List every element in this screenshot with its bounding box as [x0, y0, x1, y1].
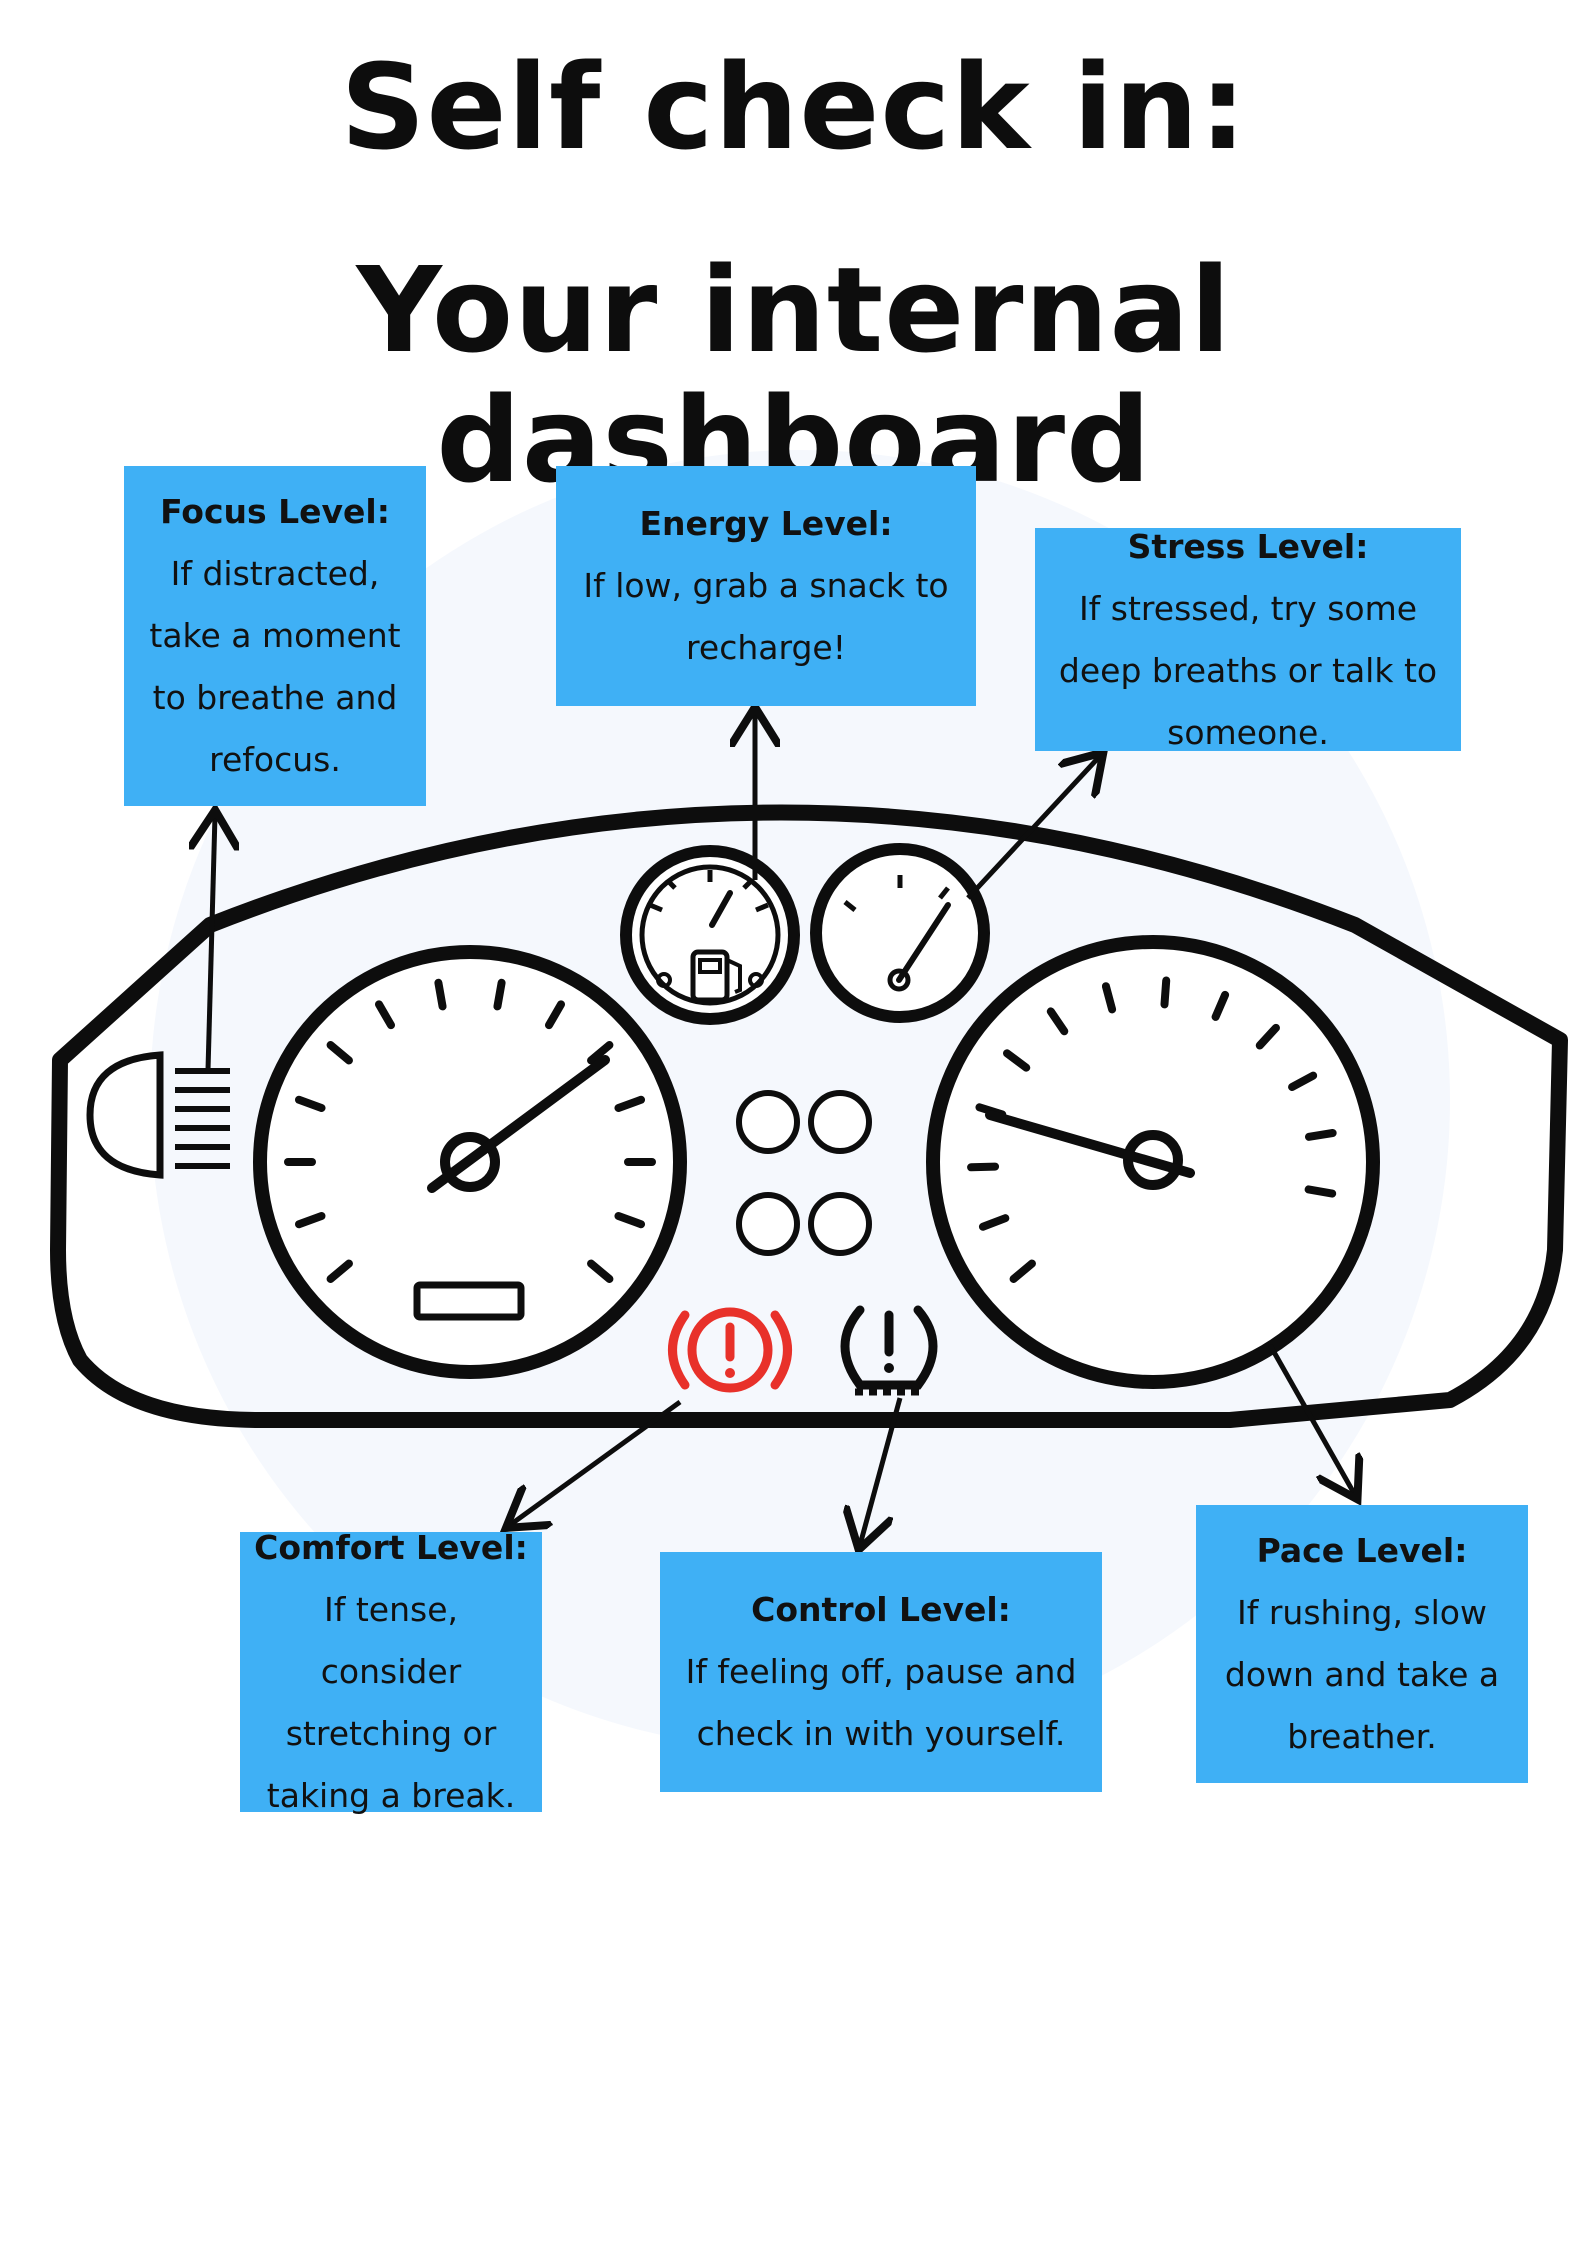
indicator-lights: [736, 1090, 872, 1256]
tachometer-tick: [1009, 1259, 1036, 1283]
speedometer-tick: [614, 1095, 646, 1112]
tachometer-tick: [1304, 1129, 1337, 1141]
tachometer-tick: [1211, 990, 1230, 1021]
speedometer-tick: [375, 1000, 395, 1030]
energy-level-heading: Energy Level:: [639, 504, 893, 543]
page-title-line2: Your internal dashboard: [356, 241, 1232, 509]
pace-level-heading: Pace Level:: [1256, 1531, 1468, 1570]
speedometer-tick: [434, 978, 447, 1011]
speedometer-tick: [326, 1041, 353, 1065]
control-level-heading: Control Level:: [751, 1590, 1011, 1629]
focus-level-heading: Focus Level:: [160, 492, 390, 531]
stress-level-card: Stress Level: If stressed, try some deep…: [1035, 527, 1461, 752]
control-level-body: If feeling off, pause and check in with …: [685, 1652, 1077, 1753]
dashboard-outline: [50, 804, 1568, 1428]
speedometer-tick: [587, 1041, 614, 1065]
arrow-pace: [1267, 1343, 1355, 1495]
speedometer-tick: [326, 1259, 353, 1283]
fuel-gauge: [620, 845, 800, 1025]
fuel-pump-icon: [690, 949, 742, 1003]
tachometer-tick: [1255, 1023, 1280, 1050]
focus-level-body: If distracted, take a moment to breathe …: [149, 554, 401, 779]
energy-level-card: Energy Level: If low, grab a snack to re…: [556, 466, 976, 706]
tachometer-tick: [978, 1214, 1010, 1231]
stress-gauge: [810, 843, 990, 1023]
tachometer-gauge: [926, 935, 1380, 1389]
comfort-level-card: Comfort Level: If tense, consider stretc…: [240, 1528, 542, 1815]
tachometer-tick: [1046, 1007, 1069, 1036]
stress-level-heading: Stress Level:: [1127, 526, 1369, 566]
comfort-level-body: If tense, consider stretching or taking …: [266, 1590, 516, 1815]
speedometer-tick: [493, 978, 506, 1011]
pace-level-body: If rushing, slow down and take a breathe…: [1224, 1593, 1500, 1756]
tire-pressure-icon: [840, 1305, 938, 1396]
speedometer-tick: [294, 1212, 326, 1229]
tachometer-tick: [967, 1162, 1000, 1172]
brake-warning-icon: [668, 1307, 792, 1393]
speedometer-tick: [587, 1259, 614, 1283]
arrow-comfort: [510, 1399, 682, 1525]
energy-level-body: If low, grab a snack to recharge!: [583, 566, 949, 667]
speedometer-tick: [294, 1095, 326, 1112]
focus-level-card: Focus Level: If distracted, take a momen…: [124, 466, 426, 806]
tachometer-tick: [1304, 1185, 1337, 1198]
tachometer-tick: [1101, 982, 1117, 1014]
headlight-icon: [86, 1051, 230, 1179]
speedometer-tick: [614, 1212, 646, 1229]
tachometer-tick: [1160, 976, 1171, 1009]
page-title-line1: Self check in:: [340, 38, 1248, 176]
speedometer-gauge: [253, 945, 687, 1379]
pace-level-card: Pace Level: If rushing, slow down and ta…: [1196, 1505, 1528, 1783]
arrow-stress: [966, 756, 1100, 900]
speedometer-tick: [545, 1000, 565, 1030]
arrow-control: [860, 1397, 903, 1545]
control-level-card: Control Level: If feeling off, pause and…: [660, 1552, 1102, 1792]
tachometer-tick: [1288, 1071, 1318, 1092]
comfort-level-heading: Comfort Level:: [254, 1528, 528, 1567]
stress-level-body: If stressed, try some deep breaths or ta…: [1058, 588, 1438, 752]
arrow-focus: [208, 815, 215, 1071]
tachometer-tick: [1003, 1049, 1031, 1072]
